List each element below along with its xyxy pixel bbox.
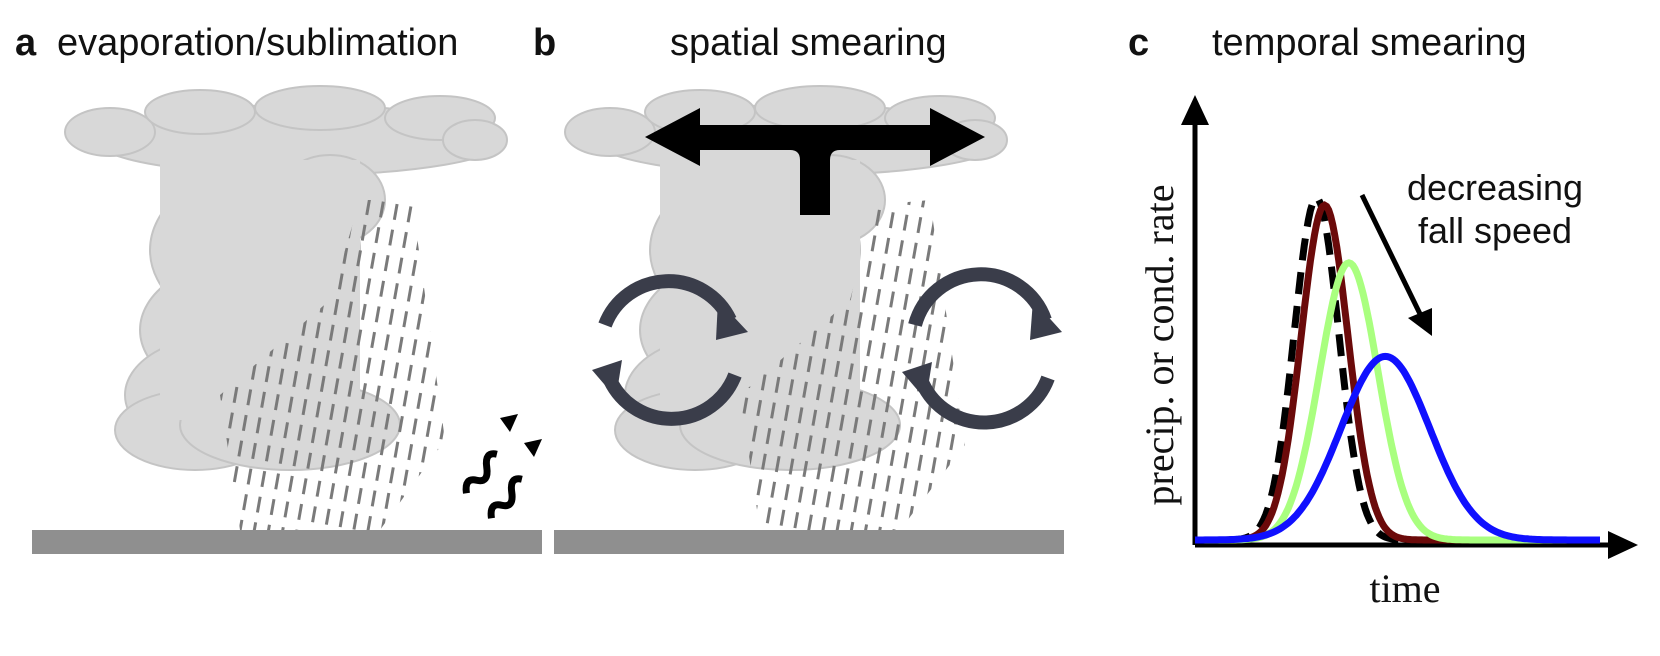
series-layer [1195,193,1600,544]
panel-a [32,85,542,554]
panel-letter-c: c [1128,22,1149,64]
panel-c-heading: c temporal smearing [1128,22,1527,64]
panel-letter-b: b [533,22,556,64]
panel-b [554,85,1064,554]
series-line-1 [1195,201,1600,544]
y-axis [1181,95,1209,545]
heat-wave-arrows-icon [462,414,542,519]
series-line-2 [1195,259,1600,544]
annotation-arrow [1359,193,1432,336]
panel-b-heading: b spatial smearing [533,22,947,64]
panel-title-b: spatial smearing [670,22,947,64]
panel-title-c: temporal smearing [1212,22,1527,64]
x-axis [1195,531,1638,559]
divergence-arrow-icon [645,108,985,215]
annotation-line-1: decreasing [1407,167,1583,208]
ground-surface [32,530,542,554]
panel-c-chart: time precip. or cond. rate decreasing fa… [1137,95,1638,611]
y-axis-label: precip. or cond. rate [1137,185,1182,506]
rain-streaks [220,200,445,530]
rain-streaks [740,200,965,530]
annotation-line-2: fall speed [1418,210,1572,251]
circulation-arrows-icon [592,267,1062,430]
ground-surface [554,530,1064,554]
x-axis-label: time [1369,566,1440,611]
panel-a-heading: a evaporation/sublimation [15,22,458,64]
panel-title-a: evaporation/sublimation [57,22,458,64]
series-line-3 [1195,352,1600,544]
panel-letter-a: a [15,22,37,64]
